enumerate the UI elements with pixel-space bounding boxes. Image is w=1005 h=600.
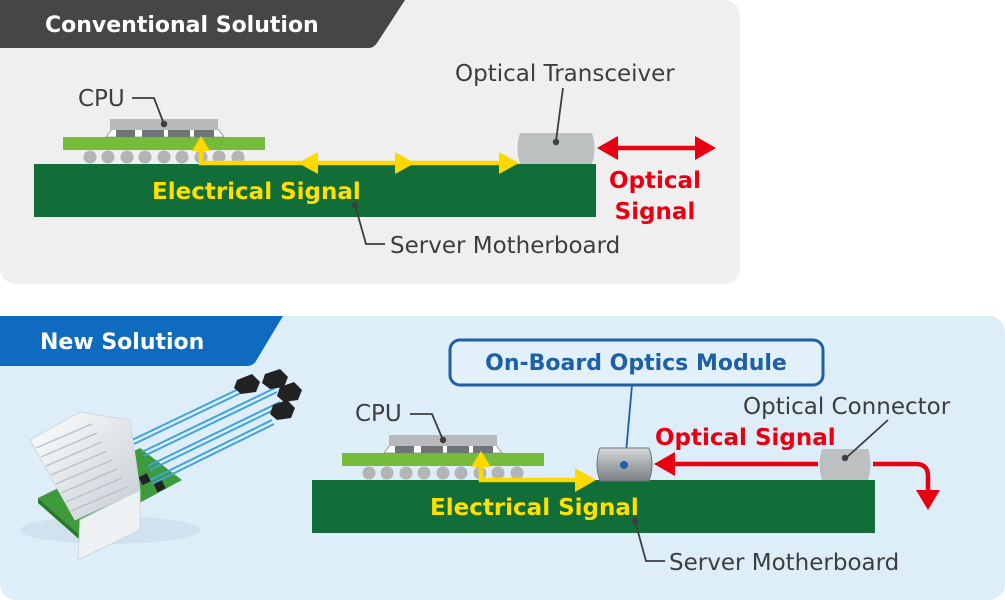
cpu-label: CPU xyxy=(355,401,402,427)
optical-connector-leader-line xyxy=(845,419,889,459)
on-board-optics-module-label: On-Board Optics Module xyxy=(485,351,787,376)
motherboard-leader-line xyxy=(354,204,385,245)
cpu-package-substrate xyxy=(342,453,544,466)
electrical-signal-label: Electrical Signal xyxy=(152,179,361,205)
optical-transceiver-label: Optical Transceiver xyxy=(455,61,675,87)
conventional-panel: Conventional Solution CPU xyxy=(0,0,740,284)
cpu-leader-dot xyxy=(439,436,447,444)
optics-module-product-image xyxy=(20,369,302,561)
server-motherboard xyxy=(34,164,596,217)
optical-signal-arrow xyxy=(654,452,940,510)
cpu-leader-dot xyxy=(160,120,168,128)
server-motherboard-label: Server Motherboard xyxy=(669,550,899,576)
conventional-title-tab xyxy=(0,0,405,48)
new-solution-panel: New Solution xyxy=(0,316,1005,600)
optical-connector xyxy=(819,449,871,480)
optical-transceiver-leader-dot xyxy=(552,138,560,146)
heatsink xyxy=(29,411,141,561)
cpu-leader-line xyxy=(132,97,165,125)
optical-signal-label-line1: Optical xyxy=(609,168,701,194)
cpu-label: CPU xyxy=(78,86,125,112)
conventional-title: Conventional Solution xyxy=(45,13,319,38)
optics-module-leader-dot xyxy=(620,461,628,469)
server-motherboard xyxy=(312,480,875,533)
optical-transceiver xyxy=(517,133,595,164)
electrical-signal-arrow xyxy=(471,451,596,492)
on-board-optics-module xyxy=(596,447,653,482)
optical-connector-label: Optical Connector xyxy=(743,394,951,420)
optical-signal-double-arrow xyxy=(597,136,716,160)
electrical-signal-arrows xyxy=(192,136,519,174)
motherboard-leader-line xyxy=(634,520,665,562)
server-motherboard-label: Server Motherboard xyxy=(390,233,620,259)
optical-signal-label: Optical Signal xyxy=(655,425,836,451)
on-board-optics-callout-box xyxy=(448,338,825,387)
optical-connector-leader-dot xyxy=(841,454,849,462)
electrical-signal-label: Electrical Signal xyxy=(430,495,639,521)
bga-balls xyxy=(362,466,524,480)
new-solution-title: New Solution xyxy=(40,330,204,355)
cpu-package-substrate xyxy=(63,137,265,150)
optical-transceiver-leader-line xyxy=(555,87,564,142)
cpu-leader-line xyxy=(410,413,444,441)
optical-signal-label-line2: Signal xyxy=(615,199,696,225)
new-solution-title-tab xyxy=(0,316,283,366)
